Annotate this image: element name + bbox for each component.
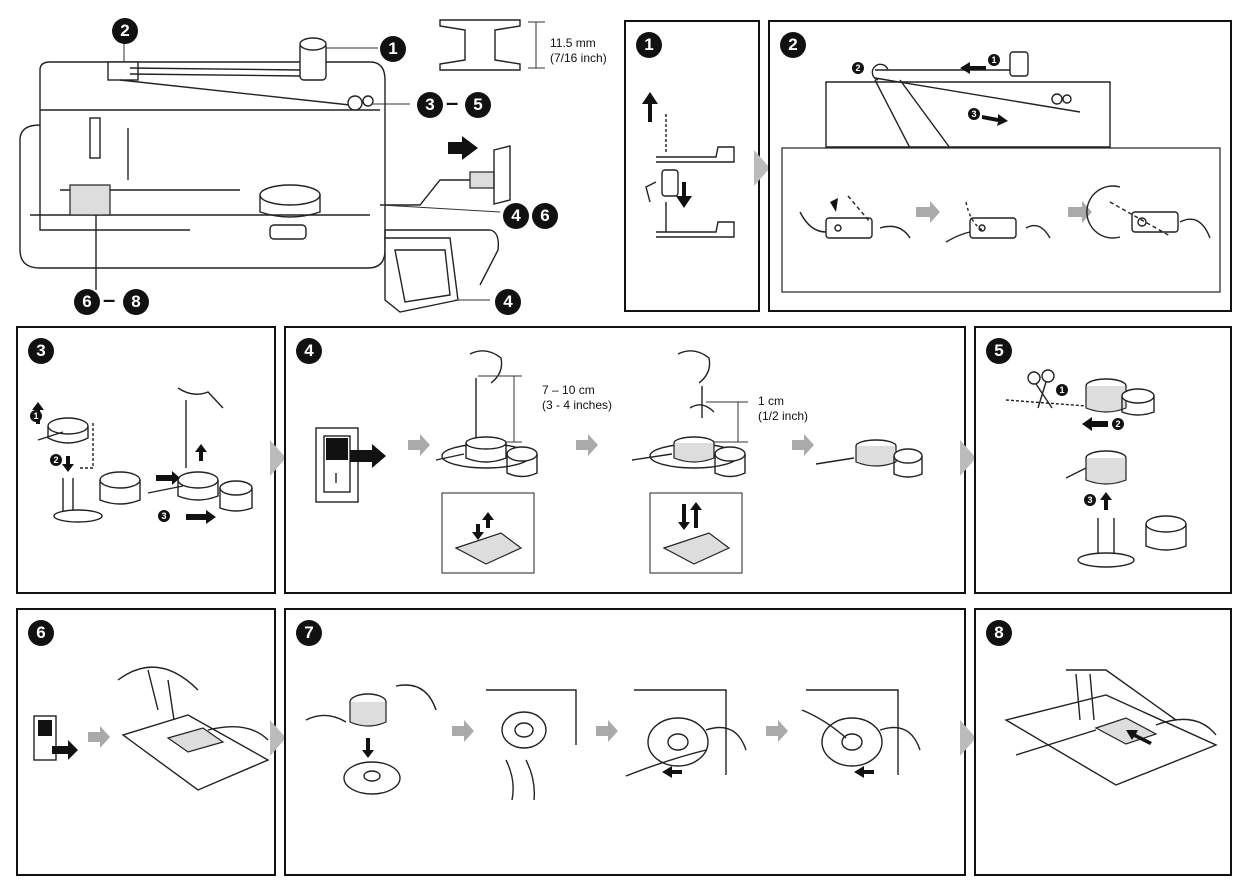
sewing-machine-drawing [19, 19, 545, 313]
switch-off-and-open-cover-drawing [33, 666, 270, 791]
step-5-badge: 5 [986, 338, 1012, 364]
bobbin-size-mm: 11.5 mm [550, 36, 596, 50]
winding-sequence-drawing [315, 350, 923, 574]
length-label-1-inch: (3 - 4 inches) [542, 398, 613, 412]
length-label-2: 1 cm [758, 394, 785, 408]
panel-step-8: 8 [974, 608, 1232, 876]
callout-4: 4 [503, 203, 529, 229]
callout-4-pedal: 4 [495, 289, 521, 315]
callout-6: 6 [532, 203, 558, 229]
step-6-badge: 6 [28, 620, 54, 646]
callout-6-8-dash: – [103, 287, 116, 312]
panel-step-7: 7 [284, 608, 966, 876]
panel-step-2: 2 2 1 3 [768, 20, 1232, 312]
step-3-sub-2: 2 [50, 454, 62, 466]
panel-step-6: 6 [16, 608, 276, 876]
overview-illustration: 1 2 3 – 5 4 6 6 – 8 4 11.5 mm (7/16 inch… [0, 0, 620, 320]
step-8-badge: 8 [986, 620, 1012, 646]
callout-3-5-dash: – [446, 90, 459, 115]
bobbin-on-winder-drawing [32, 387, 253, 524]
step-2-sub-3: 3 [968, 108, 980, 120]
step-3-sub-1: 1 [30, 410, 42, 422]
callout-1: 1 [380, 36, 406, 62]
panel-step-4: 4 [284, 326, 966, 594]
step-5-sub-3: 3 [1084, 494, 1096, 506]
step-2-sub-2: 2 [852, 62, 864, 74]
step-2-sub-1: 1 [988, 54, 1000, 66]
callout-8: 8 [123, 289, 149, 315]
step-4-badge: 4 [296, 338, 322, 364]
arrow-step7-to-step8 [960, 720, 976, 756]
arrow-step3-to-step4 [270, 440, 286, 476]
cut-and-remove-drawing [1005, 369, 1187, 568]
step-7-badge: 7 [296, 620, 322, 646]
panel-step-3: 3 1 2 3 [16, 326, 276, 594]
step-3-badge: 3 [28, 338, 54, 364]
length-label-2-inch: (1/2 inch) [758, 409, 809, 423]
step-2-badge: 2 [780, 32, 806, 58]
panel-step-5: 5 1 2 3 [974, 326, 1232, 594]
step-3-sub-3: 3 [158, 510, 170, 522]
callout-6-bed: 6 [74, 289, 100, 315]
spool-pin-drawing [642, 92, 735, 238]
close-cover-drawing [1004, 669, 1218, 786]
step-1-badge: 1 [636, 32, 662, 58]
arrow-step1-to-step2 [754, 150, 770, 186]
callout-2: 2 [112, 18, 138, 44]
callout-3: 3 [417, 92, 443, 118]
step-5-sub-1: 1 [1056, 384, 1068, 396]
thread-guide-drawing [781, 51, 1221, 293]
arrow-step6-to-step7 [270, 720, 286, 756]
bobbin-size-inch: (7/16 inch) [550, 51, 607, 65]
insert-bobbin-sequence-drawing [305, 684, 921, 801]
panel-step-1: 1 [624, 20, 760, 312]
callout-5: 5 [465, 92, 491, 118]
length-label-1: 7 – 10 cm [542, 383, 595, 397]
step-5-sub-2: 2 [1112, 418, 1124, 430]
arrow-step4-to-step5 [960, 440, 976, 476]
